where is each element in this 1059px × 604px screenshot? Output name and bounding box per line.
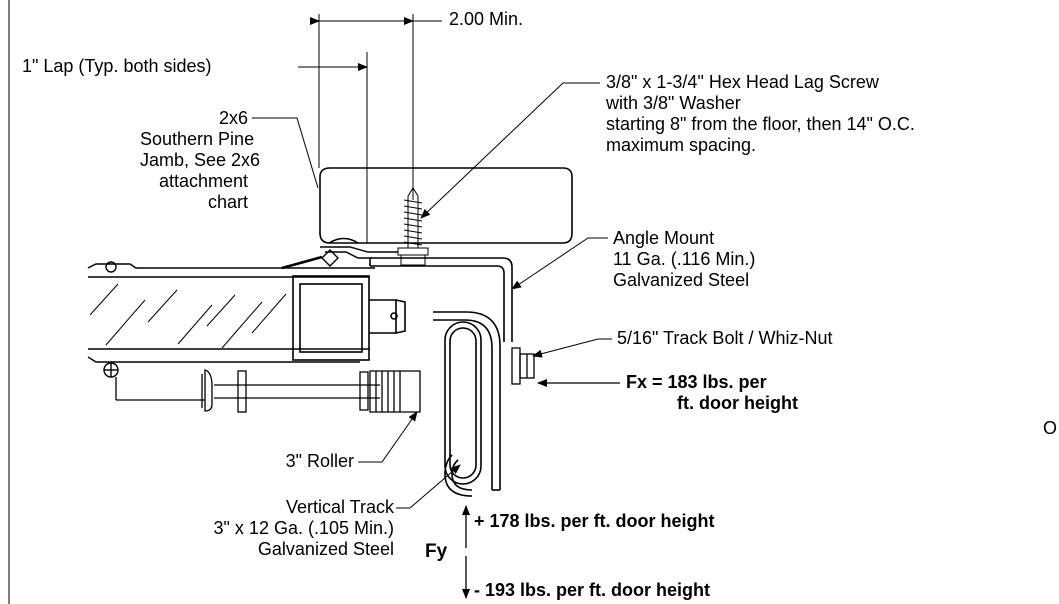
- roller-wheel: [444, 321, 482, 485]
- bolt-leader: [532, 338, 612, 358]
- vertical-track: [433, 311, 501, 497]
- fy-minus-label: - 193 lbs. per ft. door height: [474, 580, 711, 600]
- angle-mount: [369, 257, 513, 342]
- vertical-track-label: Vertical Track 3" x 12 Ga. (.105 Min.) G…: [213, 497, 394, 559]
- roller-label: 3" Roller: [285, 451, 354, 471]
- jamb-leader: [252, 117, 319, 189]
- door-panel: [87, 261, 375, 378]
- track-leader: [396, 464, 461, 509]
- wood-jamb: [319, 167, 573, 244]
- square-tube: [292, 275, 406, 361]
- lap-label: 1" Lap (Typ. both sides): [22, 56, 212, 76]
- fx-label: Fx = 183 lbs. per ft. door height: [626, 372, 798, 413]
- fy-label: Fy: [425, 541, 448, 562]
- angle-mount-label: Angle Mount 11 Ga. (.116 Min.) Galvanize…: [613, 228, 756, 290]
- angle-leader: [511, 237, 608, 290]
- roller-leader: [358, 411, 418, 463]
- screw-label: 3/8" x 1-3/4" Hex Head Lag Screw with 3/…: [606, 72, 915, 155]
- track-bolt-label: 5/16" Track Bolt / Whiz-Nut: [617, 328, 833, 348]
- jamb-label: 2x6 Southern Pine Jamb, See 2x6 attachme…: [140, 108, 261, 212]
- screw-leader: [420, 82, 600, 219]
- min-dimension-label: 2.00 Min.: [449, 9, 524, 29]
- roller-stem: [115, 369, 421, 413]
- lag-screw: [397, 187, 429, 266]
- edge-character: O: [1043, 418, 1058, 438]
- track-bolt: [511, 347, 535, 385]
- glass-hatching: [89, 283, 287, 349]
- fy-plus-label: + 178 lbs. per ft. door height: [474, 511, 715, 531]
- top-bracket: [281, 237, 398, 270]
- min-dimension: [298, 14, 442, 243]
